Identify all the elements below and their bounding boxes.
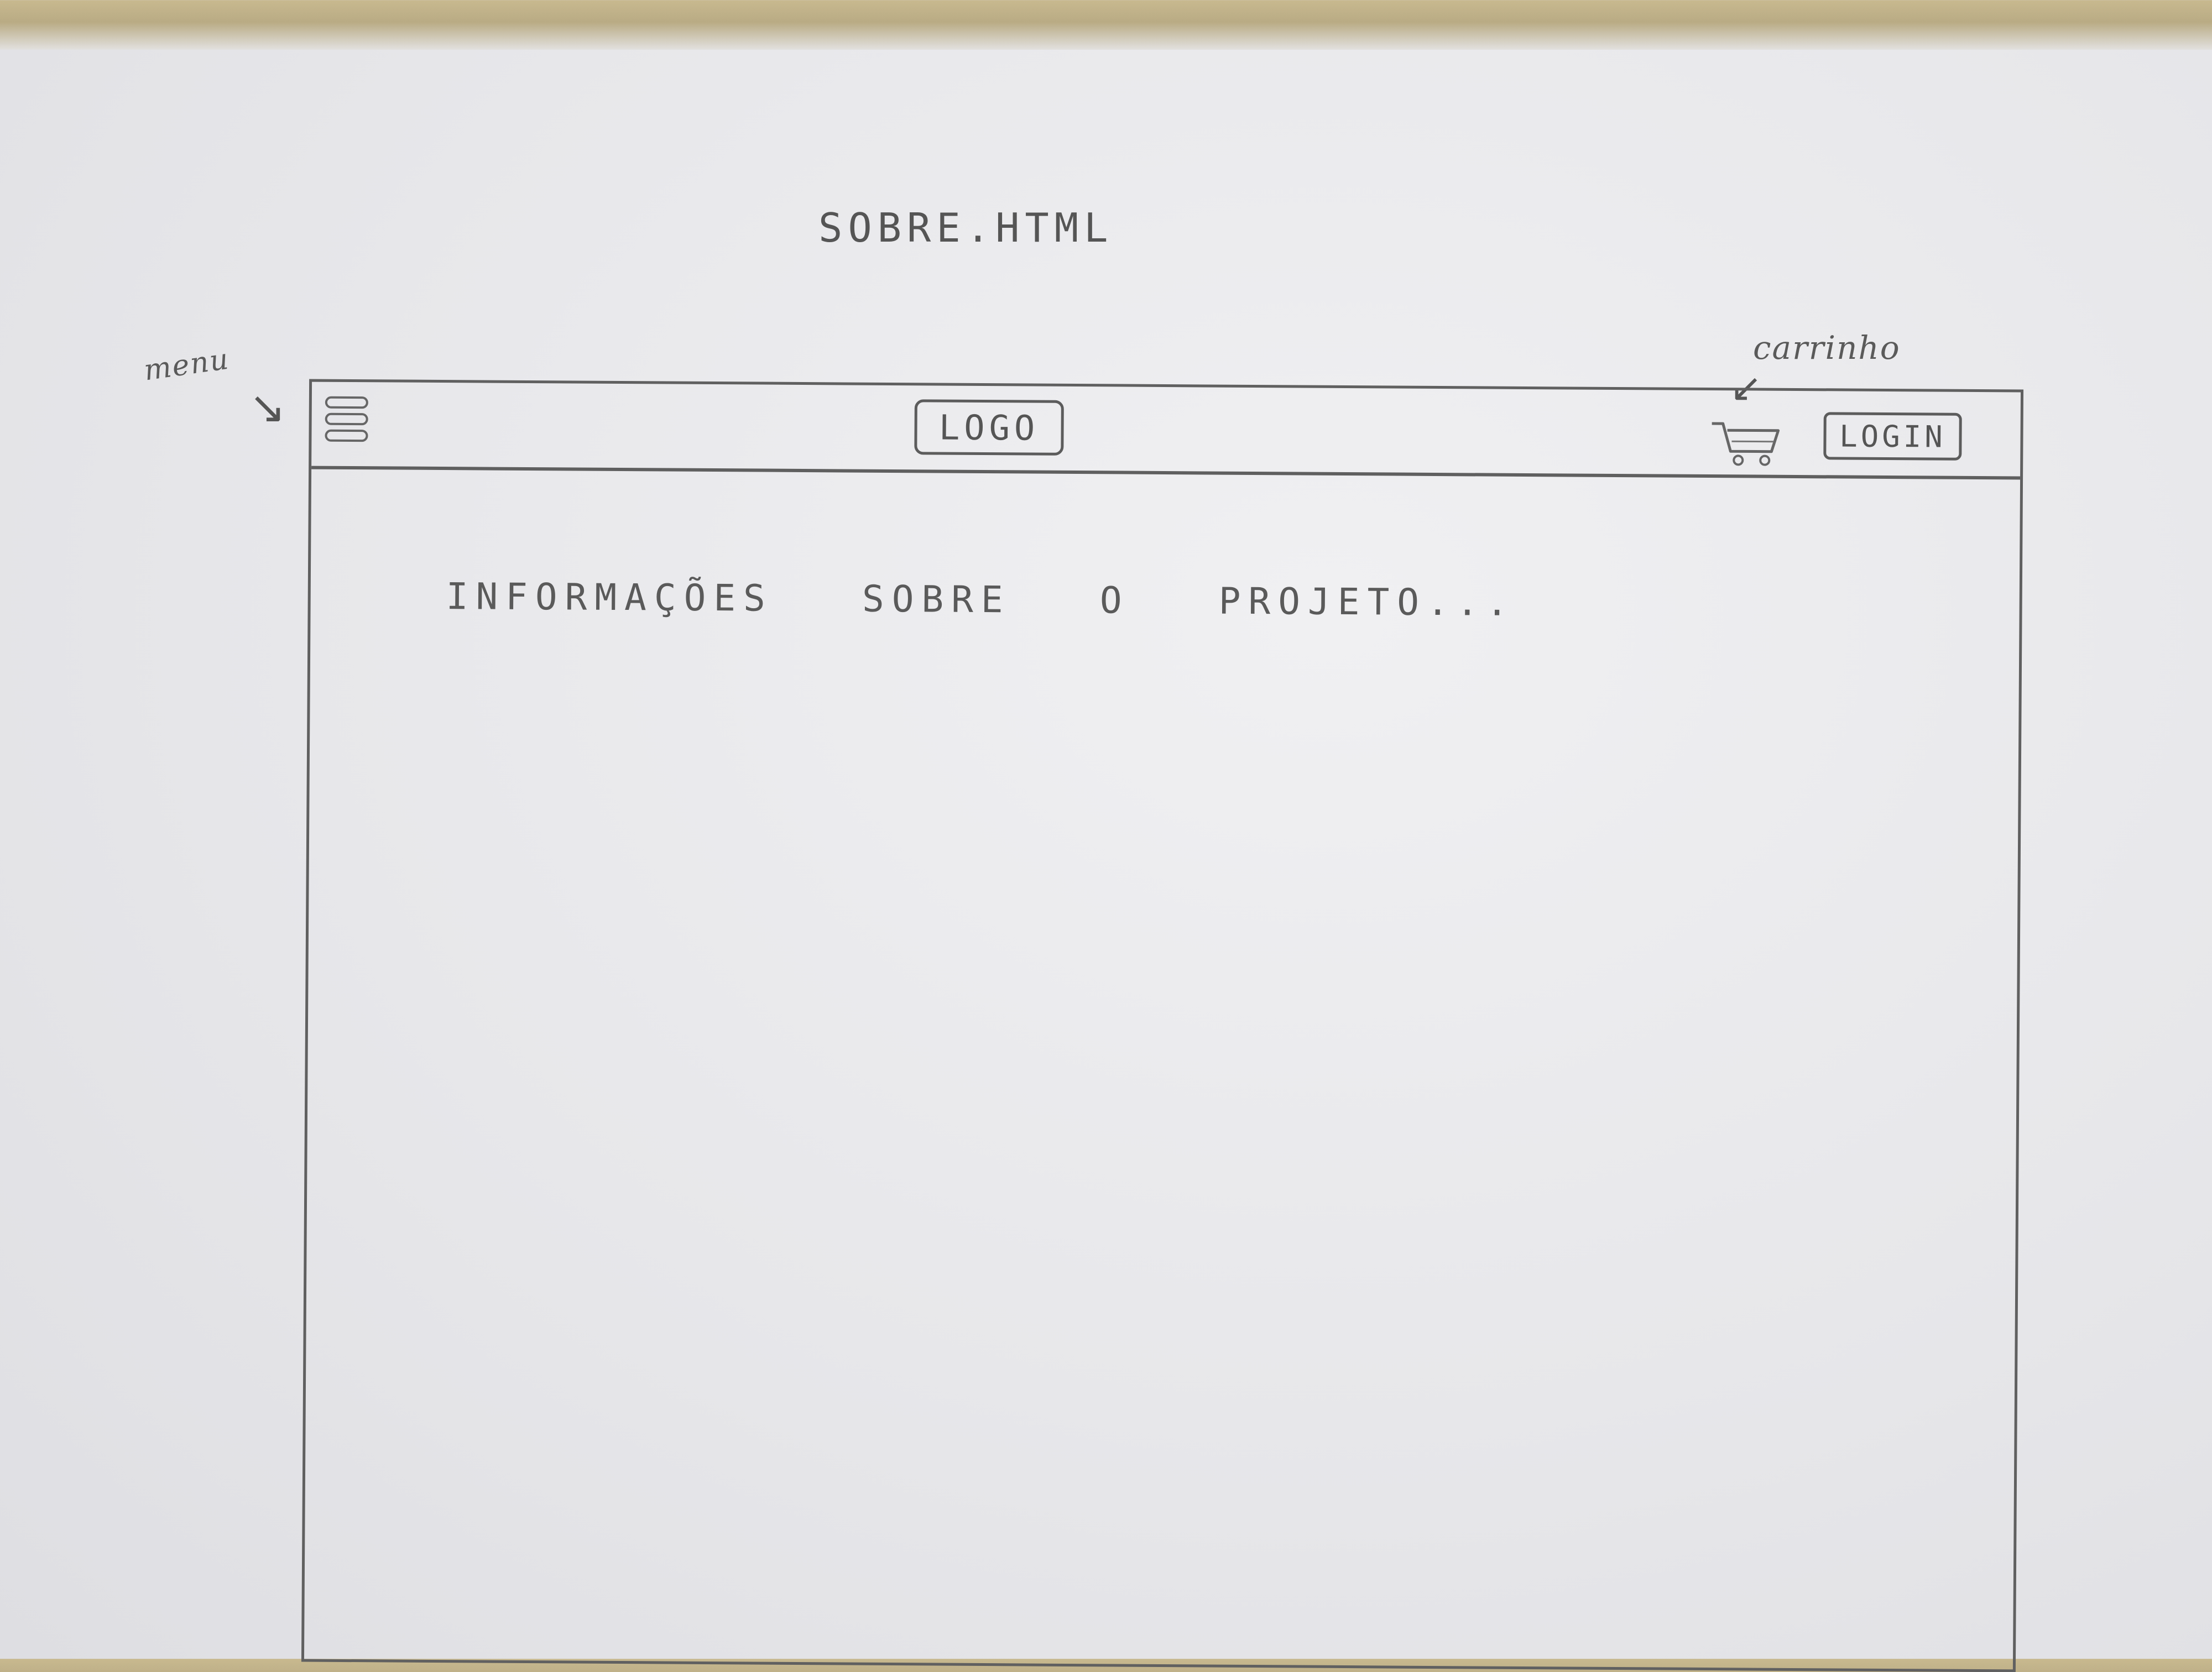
menu-annotation: menu <box>142 343 232 388</box>
project-info-text: INFORMAÇÕES SOBRE O PROJETO... <box>446 575 1516 624</box>
shopping-cart-svg <box>1709 412 1785 468</box>
menu-icon-bar <box>325 396 368 409</box>
navbar: LOGO LOGIN <box>311 382 2021 480</box>
menu-icon-bar <box>325 430 368 442</box>
menu-annotation-arrow-icon: ↘ <box>249 382 286 433</box>
browser-window-frame: LOGO LOGIN INFORMAÇÕES SOBRE O PROJETO..… <box>301 379 2023 1672</box>
page-title: SOBRE.HTML <box>818 205 1113 251</box>
sketch-paper: SOBRE.HTML menu ↘ carrinho ↙ LOGO LOGIN <box>0 50 2212 1659</box>
main-content-area: INFORMAÇÕES SOBRE O PROJETO... <box>304 469 2020 1670</box>
logo-button[interactable]: LOGO <box>914 399 1064 456</box>
menu-icon-bar <box>325 413 368 425</box>
cart-annotation: carrinho <box>1753 329 1901 367</box>
hamburger-menu-icon[interactable] <box>325 396 371 454</box>
login-button[interactable]: LOGIN <box>1823 412 1962 461</box>
shopping-cart-icon[interactable] <box>1709 412 1785 468</box>
